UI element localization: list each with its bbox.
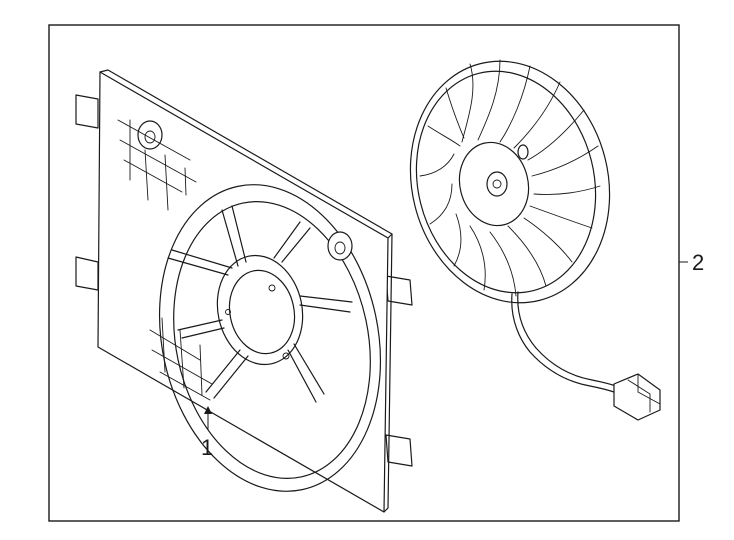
- callout-1: 1: [201, 406, 213, 460]
- callout-2: 2: [679, 250, 704, 275]
- callout-2-label: 2: [692, 250, 704, 275]
- fan-shroud: [75, 69, 413, 513]
- callout-1-label: 1: [201, 435, 213, 460]
- fan-motor-assembly: [409, 59, 661, 421]
